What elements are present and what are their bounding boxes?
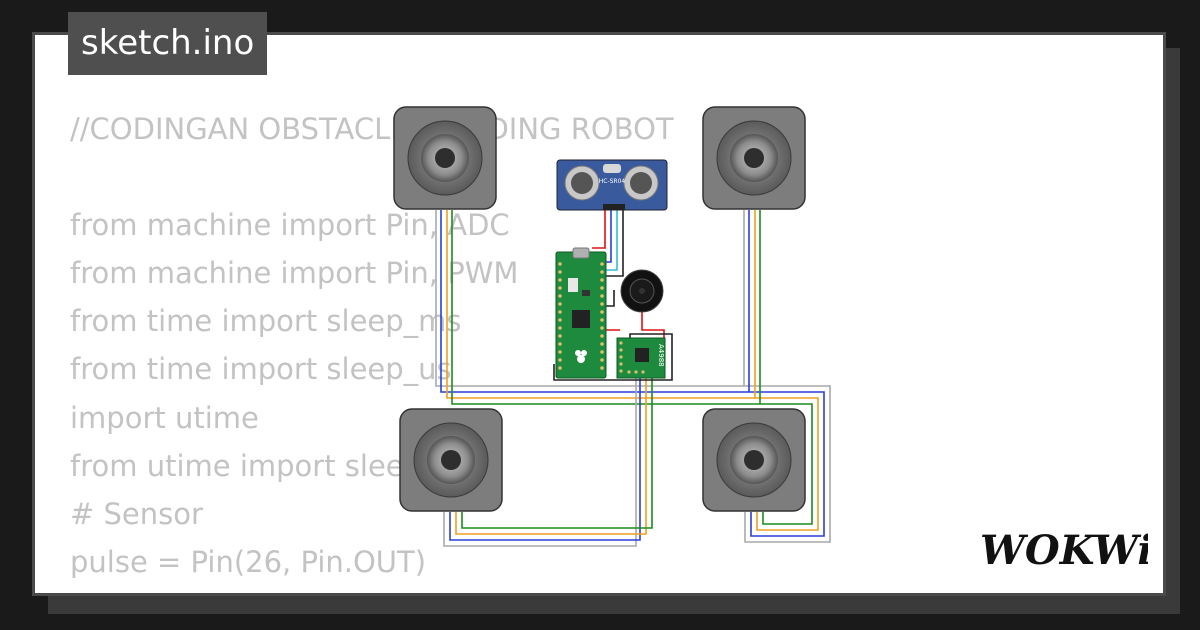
stepper-motor-bottom-right [702, 408, 806, 512]
stepper-motor-top-left [393, 106, 497, 210]
wires [435, 208, 831, 547]
buzzer [620, 269, 664, 313]
driver-label: A4988 [657, 344, 665, 367]
stepper-motor-bottom-left [399, 408, 503, 512]
code-line: import utime [70, 400, 259, 435]
sensor-label: HC-SR04 [599, 178, 626, 185]
code-line: receiver = Pin(27, Pin.IN, Pin.PULL_DOWN… [70, 586, 687, 594]
code-line: from time import sleep_ms [70, 304, 462, 339]
wire-bl-orange [455, 378, 647, 535]
pico-board [555, 247, 607, 379]
wokwi-logo-text: WOKWi [980, 527, 1148, 574]
code-line: from machine import Pin, PWM [70, 256, 519, 291]
wire-sensor-red [592, 208, 606, 249]
ultrasonic-sensor: HC-SR04 [556, 159, 668, 211]
code-line: from time import sleep_us [70, 352, 452, 387]
wire-bl-gray [443, 378, 637, 547]
wire-tl-gray [435, 210, 831, 430]
wire-tl-green [451, 210, 813, 460]
wire-br-orange [756, 450, 819, 531]
wire-pico-driver-black [553, 333, 673, 381]
wire-bl-green [461, 378, 653, 529]
wire-tl-blue [440, 210, 825, 440]
stepper-driver: A4988 [616, 337, 666, 379]
code-line: pulse = Pin(26, Pin.OUT) [70, 544, 427, 579]
wire-br-gray [744, 430, 831, 543]
wire-buzzer-red [641, 312, 665, 342]
raspberry-pi-logo-icon [575, 350, 587, 363]
stepper-motor-top-right [702, 106, 806, 210]
file-tab[interactable]: sketch.ino [68, 12, 268, 75]
code-line: # Sensor [70, 496, 203, 531]
wokwi-logo: WOKWi [976, 526, 1153, 578]
wire-bl-blue [449, 378, 641, 541]
wire-br-green [762, 460, 813, 525]
code-line: from machine import Pin, ADC [70, 208, 510, 243]
wire-br-blue [750, 440, 825, 537]
wire-tl-orange [446, 210, 819, 450]
